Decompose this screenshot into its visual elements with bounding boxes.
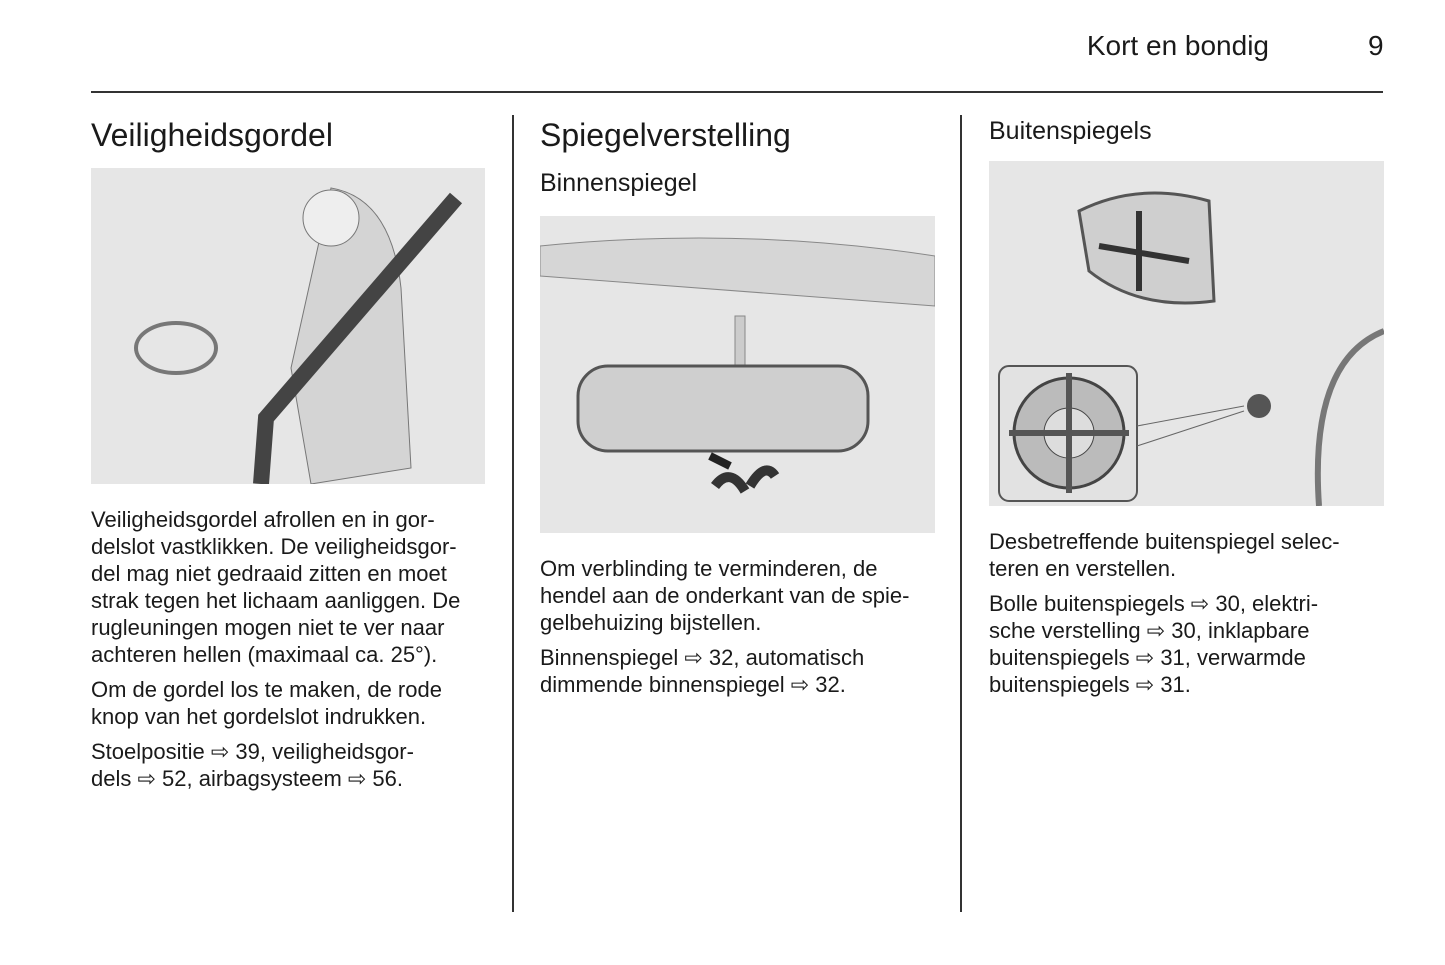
column-divider (960, 115, 962, 912)
text-line: buitenspiegels ⇨ 31, verwarmde (989, 645, 1306, 670)
text-line: teren en verstellen. (989, 556, 1177, 581)
cross-references: Stoelpositie ⇨ 39, veiligheidsgor-dels ⇨… (91, 738, 487, 792)
text-line: dimmende binnenspiegel ⇨ 32. (540, 672, 846, 697)
text-line: rugleuningen mogen niet te ver naar (91, 615, 445, 640)
text-line: Desbetreffende buitenspiegel selec- (989, 529, 1340, 554)
heading-seatbelt: Veiligheidsgordel (91, 117, 333, 153)
text-line: Om verblinding te verminderen, de (540, 556, 878, 581)
exterior-mirror-illustration (989, 161, 1384, 506)
section-title: Kort en bondig (1086, 30, 1269, 61)
seatbelt-illustration (91, 168, 485, 484)
text-line: achteren hellen (maximaal ca. 25°). (91, 642, 438, 667)
cross-references: Bolle buitenspiegels ⇨ 30, elektri-sche … (989, 590, 1385, 698)
column-mirrors: Spiegelverstelling Binnenspiegel Om verb… (540, 115, 936, 706)
text-line: hendel aan de onderkant van de spie- (540, 583, 910, 608)
text-line: Veiligheidsgordel afrollen en in gor- (91, 507, 435, 532)
text-line: del mag niet gedraaid zitten en moet (91, 561, 447, 586)
column-seatbelt: Veiligheidsgordel Veiligheidsgordel afro… (91, 115, 487, 800)
interior-mirror-illustration (540, 216, 935, 533)
text-line: Binnenspiegel ⇨ 32, automatisch (540, 645, 865, 670)
text-line: Stoelpositie ⇨ 39, veiligheidsgor- (91, 739, 414, 764)
text-line: dels ⇨ 52, airbagsysteem ⇨ 56. (91, 766, 404, 791)
text-line: Om de gordel los te maken, de rode (91, 677, 442, 702)
text-line: delslot vastklikken. De veiligheidsgor- (91, 534, 457, 559)
text-line: knop van het gordelslot indrukken. (91, 704, 427, 729)
text-line: sche verstelling ⇨ 30, inklapbare (989, 618, 1310, 643)
header-divider (91, 91, 1383, 93)
subheading-interior-mirror: Binnenspiegel (540, 169, 698, 197)
page-number: 9 (1368, 30, 1384, 61)
text-line: buitenspiegels ⇨ 31. (989, 672, 1191, 697)
text-line: strak tegen het lichaam aanliggen. De (91, 588, 461, 613)
subheading-exterior-mirrors: Buitenspiegels (989, 117, 1152, 145)
column-divider (512, 115, 514, 912)
text-line: gelbehuizing bijstellen. (540, 610, 762, 635)
heading-mirror-adjustment: Spiegelverstelling (540, 117, 791, 153)
paragraph: Veiligheidsgordel afrollen en in gor-del… (91, 506, 487, 668)
column-exterior-mirrors: Buitenspiegels Desbetreffende buitenspie… (989, 115, 1385, 706)
paragraph: Desbetreffende buitenspiegel selec-teren… (989, 528, 1385, 582)
text-line: Bolle buitenspiegels ⇨ 30, elektri- (989, 591, 1319, 616)
